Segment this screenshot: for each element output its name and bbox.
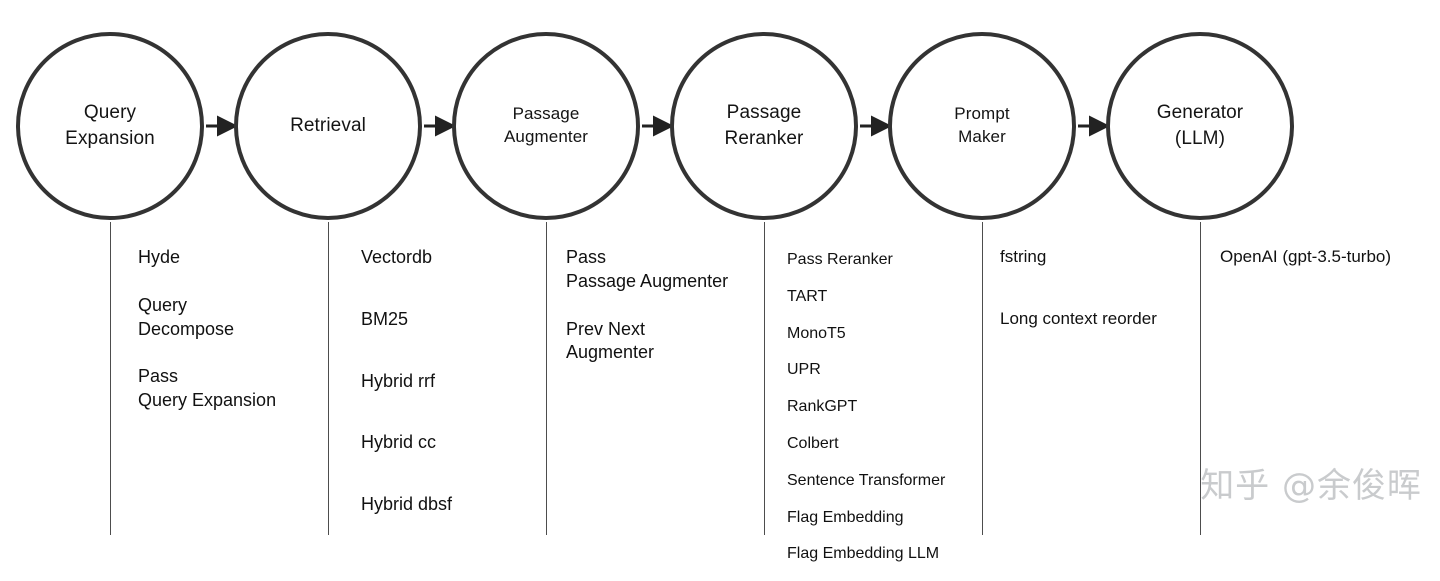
option-item[interactable]: RankGPT [787,398,858,416]
stage-circle-query-expansion[interactable]: Query Expansion [16,32,204,220]
option-item[interactable]: Pass Query Expansion [138,366,277,410]
option-item[interactable]: MonoT5 [787,324,846,342]
option-item[interactable]: fstring [1000,247,1047,266]
option-item[interactable]: BM25 [361,308,409,329]
option-item[interactable]: Hyde [138,247,181,267]
divider-line-passage-augmenter [546,222,547,535]
option-item[interactable]: TART [787,287,828,305]
options-list-passage-reranker: Pass Reranker TART MonoT5 UPR RankGPT Co… [787,250,982,581]
option-item[interactable]: Flag Embedding LLM [787,545,940,563]
divider-line-passage-reranker [764,222,765,535]
stage-circle-passage-reranker[interactable]: Passage Reranker [670,32,858,220]
option-item[interactable]: UPR [787,361,821,379]
stage-circle-passage-augmenter[interactable]: Passage Augmenter [452,32,640,220]
stage-label-prompt-maker: Prompt Maker [954,104,1010,146]
option-item[interactable]: Query Decompose [138,294,235,339]
option-item[interactable]: Vectordb [361,247,433,267]
option-item[interactable]: OpenAI (gpt-3.5-turbo) [1220,247,1392,266]
stage-circle-prompt-maker[interactable]: Prompt Maker [888,32,1076,220]
option-item[interactable]: Hybrid rrf [361,370,436,391]
options-list-query-expansion: Hyde Query Decompose Pass Query Expansio… [138,246,323,437]
option-item[interactable]: Flag Embedding [787,508,904,526]
watermark: 知乎 @余俊晖 [1200,466,1422,506]
divider-line-retrieval [328,222,329,535]
options-list-passage-augmenter: Pass Passage Augmenter Prev Next Augment… [566,246,761,389]
option-item[interactable]: Prev Next Augmenter [566,318,655,363]
option-item[interactable]: Pass Reranker [787,251,893,268]
stage-label-passage-reranker: Passage Reranker [724,102,804,149]
options-list-generator: OpenAI (gpt-3.5-turbo) [1220,246,1435,292]
option-item[interactable]: Sentence Transformer [787,471,946,489]
divider-line-query-expansion [110,222,111,535]
stage-label-generator: Generator (LLM) [1156,102,1244,149]
pipeline-diagram: Query Expansion Retrieval Passage Augmen… [16,32,1435,562]
option-item[interactable]: Pass Passage Augmenter [566,247,729,291]
options-list-prompt-maker: fstring Long context reorder [1000,246,1195,371]
divider-line-generator [1200,222,1201,535]
option-item[interactable]: Long context reorder [1000,309,1157,329]
options-list-retrieval: Vectordb BM25 Hybrid rrf Hybrid cc Hybri… [361,246,536,555]
option-item[interactable]: Hybrid cc [361,432,437,453]
stage-label-query-expansion: Query Expansion [65,102,155,149]
stage-circle-retrieval[interactable]: Retrieval [234,32,422,220]
option-item[interactable]: Colbert [787,434,839,452]
stage-label-retrieval: Retrieval [290,115,366,137]
option-item[interactable]: Hybrid dbsf [361,494,453,514]
stage-label-passage-augmenter: Passage Augmenter [503,104,589,146]
divider-line-prompt-maker [982,222,983,535]
stage-circle-generator[interactable]: Generator (LLM) [1106,32,1294,220]
